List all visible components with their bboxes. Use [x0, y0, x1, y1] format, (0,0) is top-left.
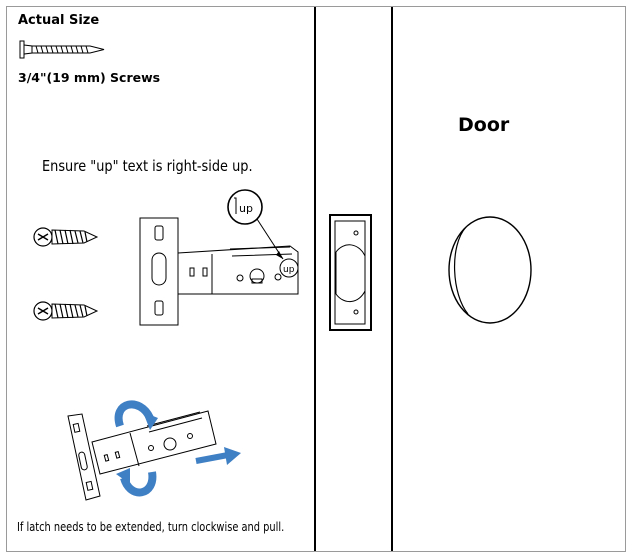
latch-icon: up up	[139, 189, 299, 326]
pull-arrow-icon	[195, 452, 229, 464]
door-label: Door	[458, 114, 510, 136]
latch-extend-instruction: If latch needs to be extended, turn cloc…	[17, 520, 285, 534]
screw-icon	[33, 227, 99, 247]
ensure-up-instruction: Ensure "up" text is right-side up.	[42, 157, 253, 175]
rotate-arrow-icon	[120, 471, 157, 497]
rotate-arrow-icon	[114, 400, 154, 428]
diagram-frame	[6, 6, 626, 552]
screw-icon-actual-size	[19, 40, 105, 59]
latch-extend-icon	[67, 400, 241, 501]
up-mark-large: up	[239, 202, 253, 215]
door-edge-left-line	[314, 7, 316, 551]
door-edge-right-line	[391, 7, 393, 551]
actual-size-label: Actual Size	[18, 13, 100, 28]
up-mark-small: up	[283, 265, 295, 275]
screw-icon	[33, 301, 99, 321]
door-bore-hole-icon	[448, 216, 532, 324]
screw-size-label: 3/4"(19 mm) Screws	[18, 70, 161, 85]
strike-plate-icon	[329, 214, 372, 331]
